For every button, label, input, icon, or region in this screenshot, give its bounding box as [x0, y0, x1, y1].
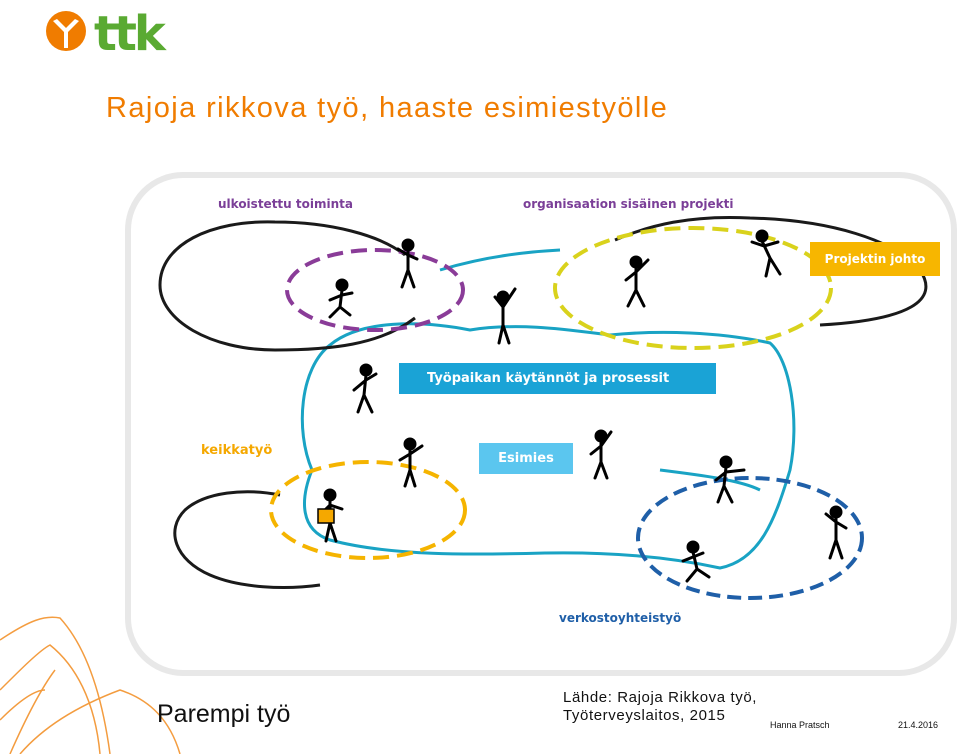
project-management-box: Projektin johto — [810, 242, 940, 276]
gig-ellipse — [269, 460, 467, 560]
slide-title: Rajoja rikkova työ, haaste esimiestyölle — [106, 92, 669, 124]
stick-figure-icon — [398, 437, 424, 488]
stick-figure-icon — [624, 255, 650, 308]
network-ellipse — [636, 476, 864, 600]
stick-figure-icon — [317, 488, 344, 543]
label-internal-project: organisaation sisäinen projekti — [523, 197, 734, 211]
diagram — [125, 172, 957, 676]
project-ellipse — [553, 226, 833, 350]
connector-line — [439, 248, 561, 272]
outsourced-ellipse — [285, 248, 465, 332]
outsourced-outline — [158, 220, 416, 352]
slide-date: 21.4.2016 — [898, 720, 939, 730]
decorative-lines — [0, 616, 181, 754]
organisation-circle — [300, 322, 796, 570]
source-line-1: Lähde: Rajoja Rikkova työ, — [563, 689, 758, 706]
project-outline — [614, 216, 928, 327]
ttk-logo: ttk — [46, 6, 170, 56]
stick-figure-icon — [328, 278, 354, 319]
frame-border — [125, 172, 957, 676]
workplace-practices-box: Työpaikan käytännöt ja prosessit — [399, 363, 716, 394]
gig-outline — [173, 490, 321, 589]
label-outsourced: ulkoistettu toiminta — [218, 197, 353, 211]
source-citation: Lähde: Rajoja Rikkova työ, Työterveyslai… — [563, 689, 757, 725]
author-name: Hanna Pratsch — [770, 720, 830, 730]
stick-figure-icon — [493, 287, 517, 345]
brand-text: Parempi työ — [157, 700, 291, 728]
stick-figure-icon — [396, 238, 419, 289]
stick-figure-icon — [750, 229, 782, 278]
stick-figure-icon — [681, 540, 711, 583]
stick-figure-icon — [589, 429, 613, 480]
stick-figure-icon — [352, 363, 378, 414]
stick-figure-icon — [714, 455, 746, 504]
label-network: verkostoyhteistyö — [559, 611, 682, 625]
supervisor-box: Esimies — [479, 443, 573, 474]
logo-text: ttk — [94, 6, 167, 56]
label-gig-work: keikkatyö — [201, 443, 273, 458]
source-line-2: Työterveyslaitos, 2015 — [563, 707, 726, 724]
stick-figure-icon — [824, 505, 848, 560]
